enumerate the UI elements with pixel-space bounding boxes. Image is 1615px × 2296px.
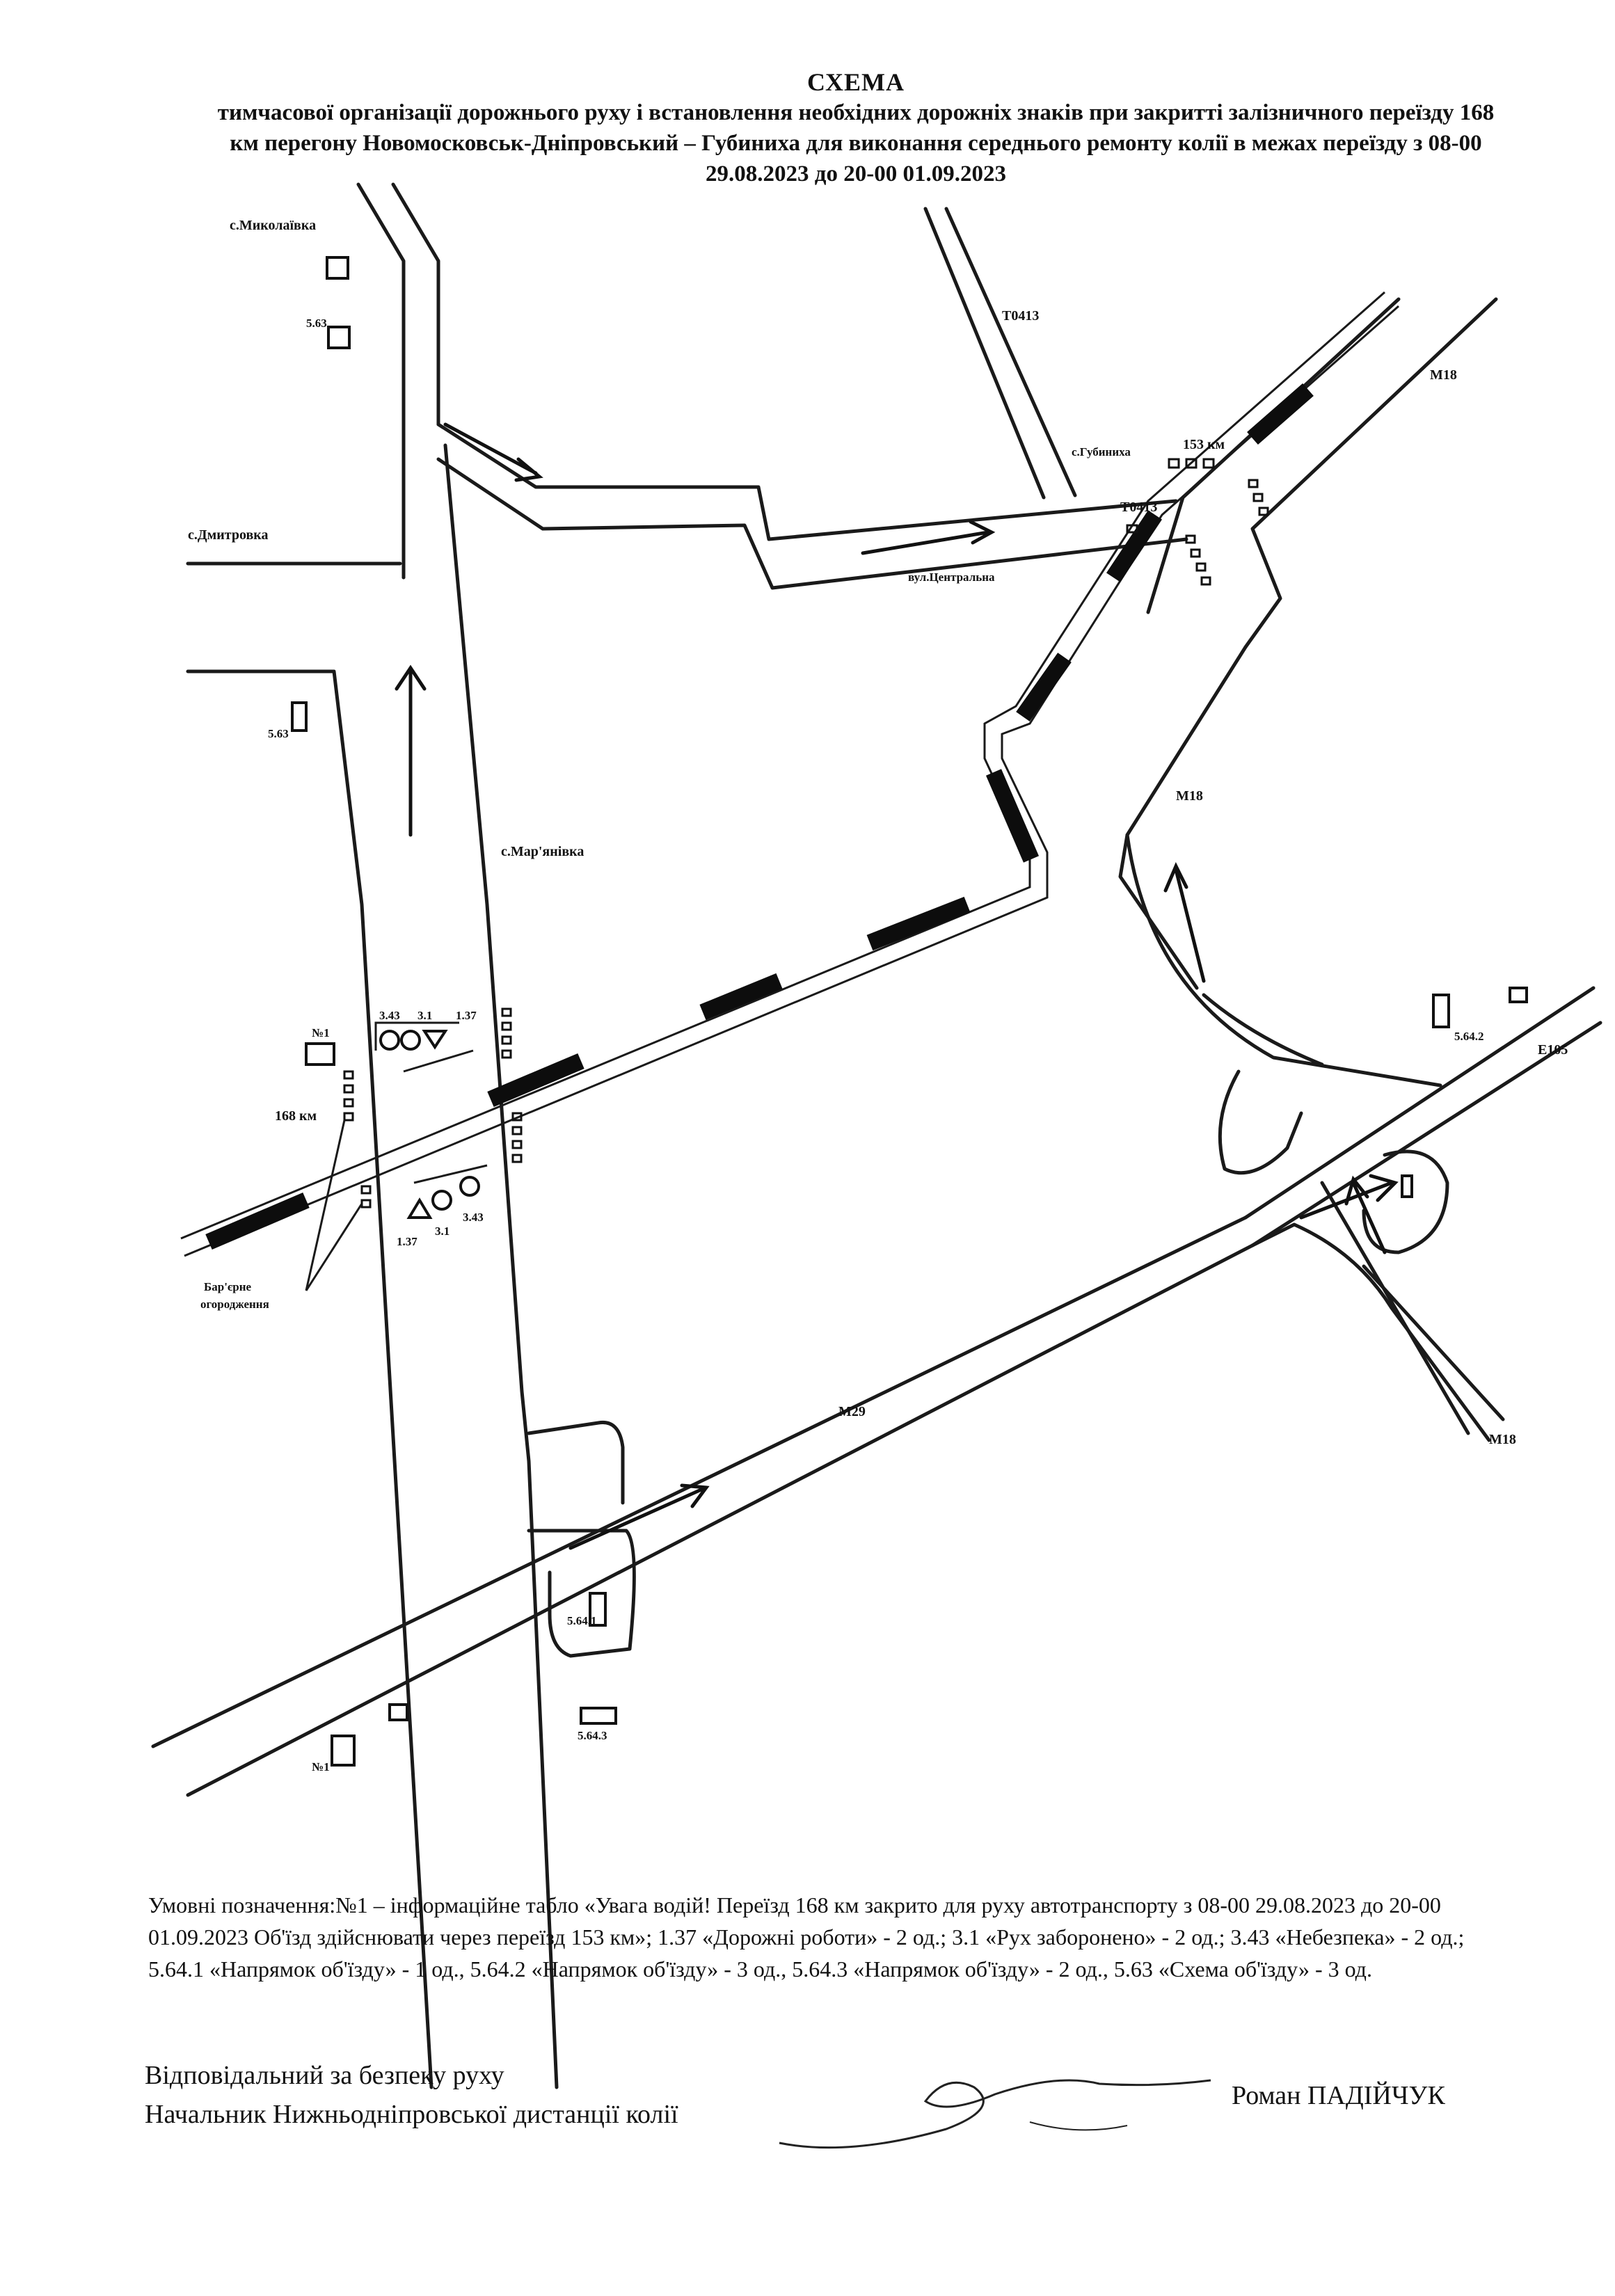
label-barrier-2: огородження bbox=[200, 1298, 269, 1311]
info-board-sign bbox=[291, 256, 1528, 1767]
road-t0413-north bbox=[923, 207, 1077, 500]
responsible-block: Відповідальний за безпеку руху Начальник… bbox=[145, 2056, 678, 2134]
legend: Умовні позначення:№1 – інформаційне табл… bbox=[148, 1892, 1465, 1982]
scheme-header: СХЕМА тимчасової організації дорожнього … bbox=[209, 67, 1503, 189]
signer-name: Роман ПАДІЙЧУК bbox=[1232, 2081, 1445, 2110]
label-sign-563-b: 5.63 bbox=[306, 317, 327, 330]
barrier-markers bbox=[343, 458, 1269, 1209]
label-sign-343: 3.43 bbox=[463, 1211, 484, 1224]
warning-signs bbox=[379, 1030, 480, 1219]
label-t0413-mid: Т0413 bbox=[1120, 500, 1157, 515]
label-street-central: вул.Центральна bbox=[908, 571, 995, 584]
label-sign-31-top: 3.1 bbox=[417, 1009, 432, 1022]
railway bbox=[180, 291, 1399, 1257]
road-t0413-connector bbox=[436, 422, 1188, 590]
barrier-leader bbox=[305, 1119, 363, 1291]
road-m29 bbox=[151, 1215, 1255, 1797]
label-hubynykha: с.Губиниха bbox=[1072, 445, 1131, 459]
label-m18-mid: М18 bbox=[1176, 788, 1203, 804]
label-sign-343-top: 3.43 bbox=[379, 1009, 400, 1022]
label-km153: 153 км bbox=[1183, 437, 1225, 452]
road-dmytrovka bbox=[186, 561, 406, 580]
responsible-line-1: Відповідальний за безпеку руху bbox=[145, 2061, 504, 2090]
scheme-title: СХЕМА bbox=[806, 68, 905, 96]
label-sign-5642-a: 5.64.2 bbox=[1454, 1030, 1484, 1043]
label-sign-563-a: 5.63 bbox=[268, 727, 289, 740]
label-sign-no1: №1 bbox=[312, 1026, 330, 1039]
label-marianivka: с.Мар'янівка bbox=[501, 844, 584, 859]
interchange-loops bbox=[1125, 833, 1505, 1435]
label-e105: Е105 bbox=[1538, 1042, 1568, 1058]
responsible-line-2: Начальник Нижньодніпровської дистанції к… bbox=[145, 2100, 678, 2129]
road-e105 bbox=[1243, 986, 1602, 1247]
sign-bracket bbox=[374, 1021, 488, 1184]
detour-arrows bbox=[395, 422, 1399, 1550]
handwritten-signature bbox=[779, 2079, 1211, 2149]
road-mykolaivka bbox=[356, 182, 440, 580]
label-m29: М29 bbox=[838, 1404, 866, 1419]
label-dmytrovka: с.Дмитровка bbox=[188, 527, 269, 543]
label-m18-bottom: М18 bbox=[1489, 1432, 1516, 1447]
label-sign-137: 1.37 bbox=[397, 1235, 417, 1248]
label-mykolaivka: с.Миколаївка bbox=[230, 218, 316, 233]
road-west bbox=[186, 669, 433, 2089]
road-m29-loop bbox=[527, 1420, 636, 1658]
label-t0413-top: Т0413 bbox=[1002, 308, 1039, 324]
label-m18-top: М18 bbox=[1430, 367, 1457, 383]
label-sign-no1-b: №1 bbox=[312, 1760, 330, 1773]
label-km168: 168 км bbox=[275, 1108, 317, 1124]
label-sign-137-top: 1.37 bbox=[456, 1009, 477, 1022]
scheme-subtitle: тимчасової організації дорожнього руху і… bbox=[217, 100, 1495, 186]
road-m18-south bbox=[1250, 1222, 1491, 1442]
label-sign-5641: 5.64.1 bbox=[567, 1614, 597, 1627]
label-sign-31: 3.1 bbox=[435, 1225, 450, 1238]
label-sign-5643: 5.64.3 bbox=[578, 1729, 607, 1742]
label-barrier-1: Бар'єрне bbox=[204, 1280, 252, 1293]
road-marianivka bbox=[443, 443, 559, 2089]
road-m18-north bbox=[1118, 297, 1498, 990]
